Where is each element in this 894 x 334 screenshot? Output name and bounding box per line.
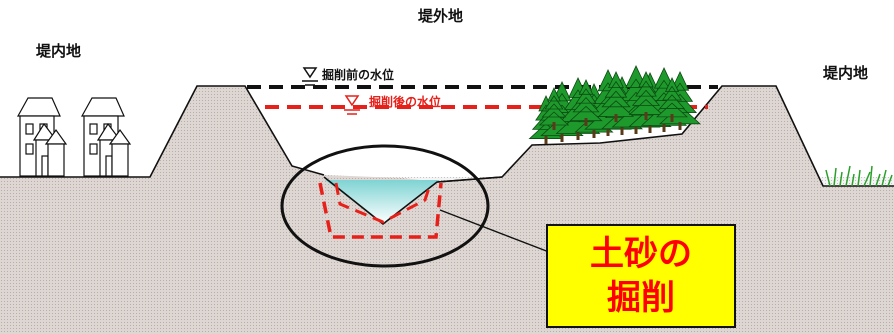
tree-trunk xyxy=(560,134,564,142)
tree-trunk xyxy=(592,130,596,138)
inner-land-label-left: 堤内地 xyxy=(36,42,81,60)
tree-trunk xyxy=(614,114,618,122)
house-icon xyxy=(16,97,68,177)
tree-trunk xyxy=(648,125,652,133)
trees-group xyxy=(528,65,702,144)
tree-trunk xyxy=(634,126,638,134)
house-icon xyxy=(80,97,132,177)
grass-icon xyxy=(825,165,893,187)
water-level-before-label: 掘削前の水位 xyxy=(322,67,394,82)
embankment-soil xyxy=(0,86,894,334)
water-body xyxy=(325,180,440,224)
tree-trunk xyxy=(552,122,556,130)
tree-trunk xyxy=(620,127,624,135)
excavation-inner-outline xyxy=(334,182,432,224)
excavation-outline xyxy=(318,182,443,239)
water-level-before-marker xyxy=(302,67,318,86)
callout-line-1: 土砂の xyxy=(590,234,692,274)
tree-trunk xyxy=(576,132,580,140)
tree-icon xyxy=(569,79,603,122)
tree-trunk xyxy=(678,122,682,130)
tree-trunk xyxy=(544,136,548,144)
tree-trunk xyxy=(662,124,666,132)
callout-pointer xyxy=(439,209,550,253)
tree-trunk xyxy=(670,114,674,122)
tree-icon xyxy=(538,87,570,126)
inner-land-label-right: 堤内地 xyxy=(823,64,868,82)
water-level-after-marker xyxy=(344,95,360,115)
sediment-excavation-callout: 土砂の 掘削 xyxy=(546,224,736,328)
callout-line-2: 掘削 xyxy=(607,278,675,318)
tree-trunk xyxy=(584,118,588,126)
tree-icon xyxy=(655,77,689,118)
tree-trunk xyxy=(644,112,648,120)
tree-trunk xyxy=(606,128,610,136)
tree-icon xyxy=(597,71,635,117)
tree-icon xyxy=(628,71,664,115)
water-level-after-label: 掘削後の水位 xyxy=(369,94,441,109)
ground-outline xyxy=(0,85,894,187)
outer-land-label: 堤外地 xyxy=(418,7,463,25)
river-channel xyxy=(323,176,503,226)
excavation-highlight-circle xyxy=(280,144,490,268)
